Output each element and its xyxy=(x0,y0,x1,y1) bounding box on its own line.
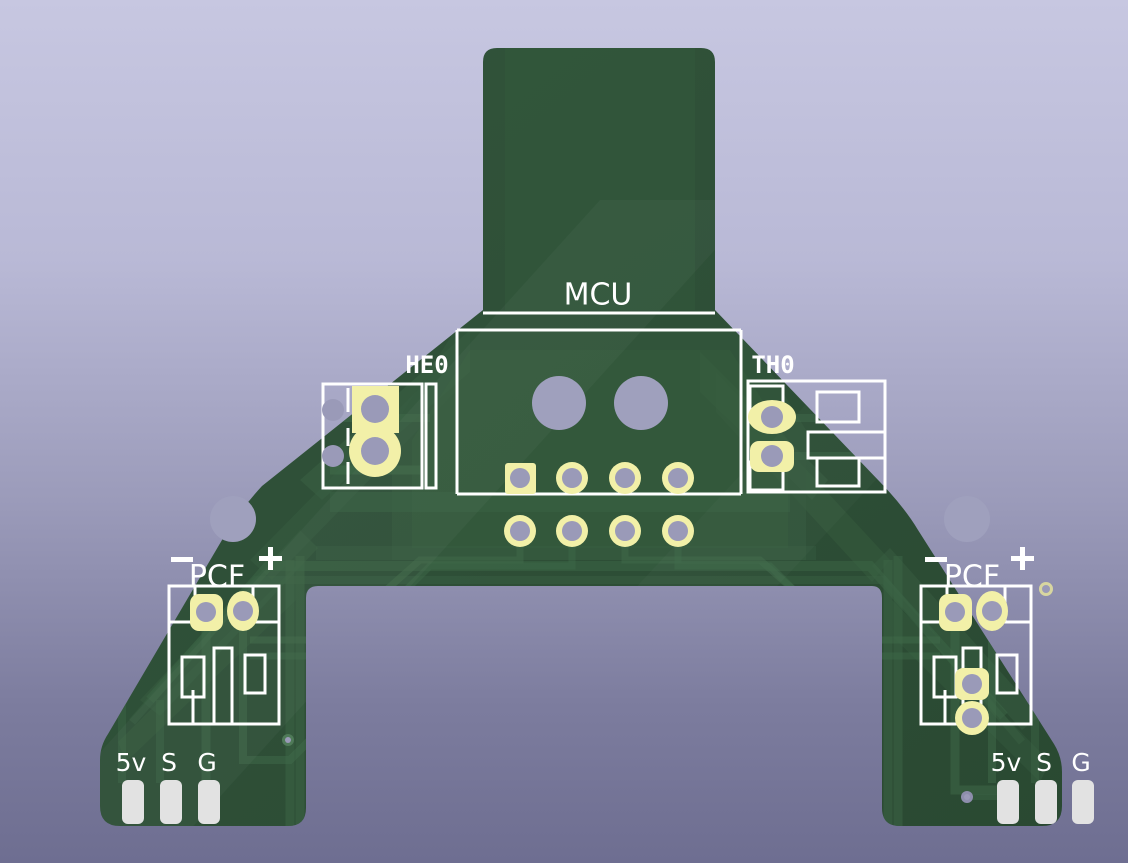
left-wing-mount-hole xyxy=(210,496,256,542)
edge-label-right-g: G xyxy=(1071,748,1090,777)
he0-alignment-hole-top xyxy=(322,399,344,421)
edge-pad-right-5v[interactable] xyxy=(997,780,1019,824)
edge-label-right-5v: 5v xyxy=(991,748,1022,777)
mcu-header-pad-7[interactable] xyxy=(609,515,641,547)
silk-label-pcf-left: PCF xyxy=(189,560,245,595)
edge-pad-left-s[interactable] xyxy=(160,780,182,824)
polarity-plus-right xyxy=(1011,547,1034,570)
edge-pad-right-g[interactable] xyxy=(1072,780,1094,824)
th0-pad-1[interactable] xyxy=(748,400,796,434)
polarity-plus-left xyxy=(259,547,282,570)
edge-connector-pads xyxy=(122,780,1094,824)
silkscreen-text-layer: MCU HE0 TH0 PCF PCF 5v S G 5v S G xyxy=(116,278,1091,778)
silk-label-he0: HE0 xyxy=(405,351,448,379)
th0-pad-2[interactable] xyxy=(750,441,794,472)
mcu-header-pad-6[interactable] xyxy=(556,515,588,547)
silk-label-mcu: MCU xyxy=(564,278,633,313)
mcu-header-pad-4[interactable] xyxy=(662,462,694,494)
polarity-minus-right xyxy=(925,557,947,562)
polarity-minus-left xyxy=(171,557,193,562)
pcf-left-silkscreen xyxy=(167,584,281,726)
edge-label-left-s: S xyxy=(161,748,177,777)
via-right-lower xyxy=(961,791,973,803)
pcf-right-pad-1[interactable] xyxy=(939,594,972,631)
right-wing-mount-hole xyxy=(944,496,990,542)
mcu-mount-hole-left xyxy=(532,376,586,430)
edge-pad-right-s[interactable] xyxy=(1035,780,1057,824)
vias xyxy=(282,582,1053,803)
pcf-right-pad-2[interactable] xyxy=(976,591,1008,631)
he0-alignment-hole-bottom xyxy=(322,445,344,467)
silkscreen-zone-lines xyxy=(455,311,743,496)
mounting-holes xyxy=(210,376,990,542)
mcu-header-pad-1[interactable] xyxy=(505,463,536,494)
via-left-lower xyxy=(282,734,294,746)
mcu-mount-hole-right xyxy=(614,376,668,430)
mcu-header-pad-2[interactable] xyxy=(556,462,588,494)
edge-pad-left-5v[interactable] xyxy=(122,780,144,824)
pcf-left-pad-2[interactable] xyxy=(227,591,259,631)
edge-label-left-g: G xyxy=(197,748,216,777)
pcf-left-pad-1[interactable] xyxy=(190,594,223,631)
silk-label-th0: TH0 xyxy=(751,351,794,379)
pcf-right-pad-4[interactable] xyxy=(955,701,989,735)
via-right-pcf xyxy=(1039,582,1053,596)
pads-layer xyxy=(190,386,1008,735)
mcu-header-pad-3[interactable] xyxy=(609,462,641,494)
mcu-header-pad-8[interactable] xyxy=(662,515,694,547)
silk-label-pcf-right: PCF xyxy=(944,560,1000,595)
edge-label-right-s: S xyxy=(1036,748,1052,777)
pcf-right-pad-3[interactable] xyxy=(955,668,989,700)
mcu-header-pad-5[interactable] xyxy=(504,515,536,547)
edge-pad-left-g[interactable] xyxy=(198,780,220,824)
edge-label-left-5v: 5v xyxy=(116,748,147,777)
he0-pad-2[interactable] xyxy=(349,425,401,477)
he0-silkscreen xyxy=(321,382,438,490)
